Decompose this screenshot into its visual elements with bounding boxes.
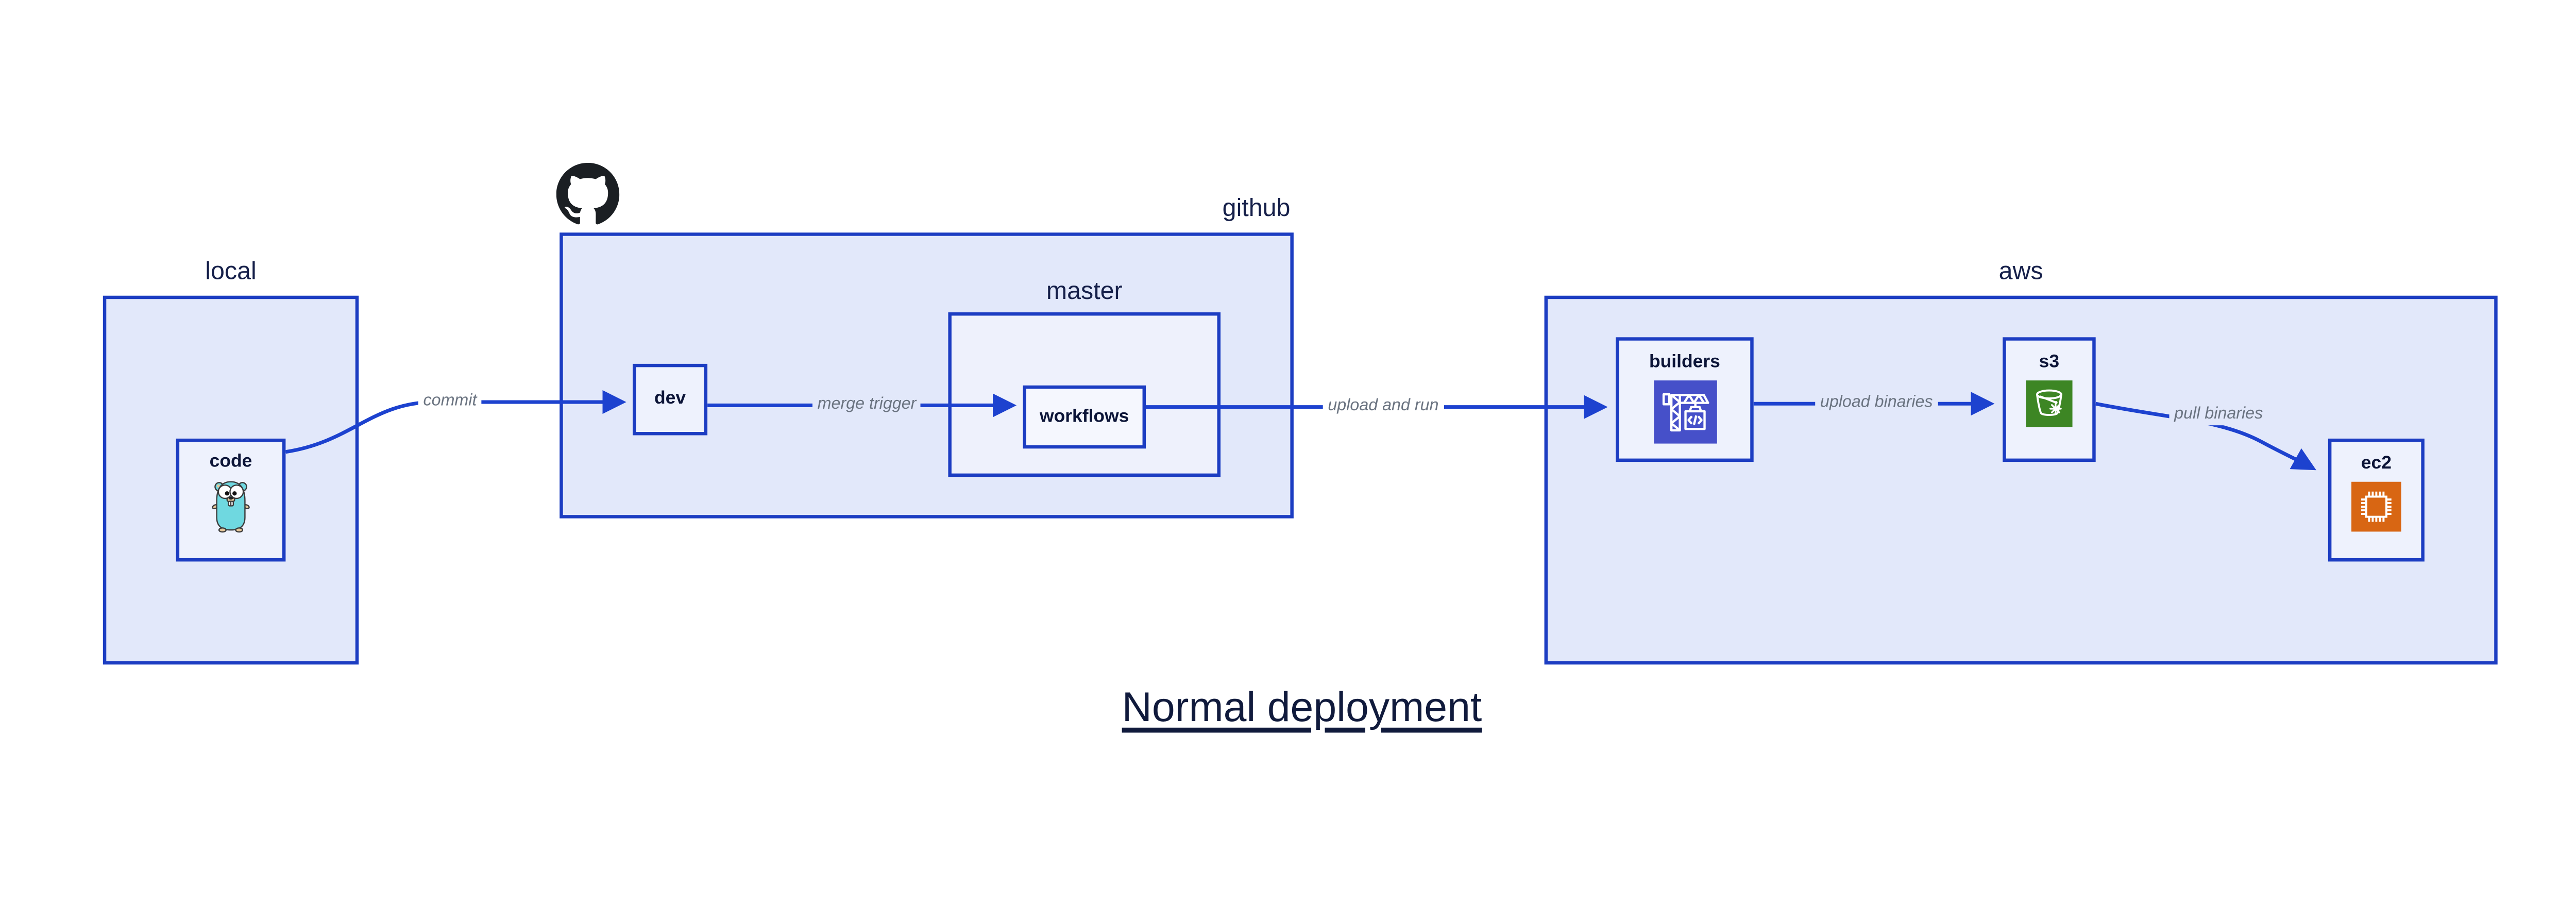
master-container-label: master xyxy=(1046,277,1123,306)
aws-ec2-chip-icon xyxy=(2351,481,2401,532)
edge-label-merge-trigger: merge trigger xyxy=(812,395,922,415)
edge-label-pull-binaries: pull binaries xyxy=(2169,405,2268,426)
diagram-title: Normal deployment xyxy=(0,684,2576,732)
aws-container-label: aws xyxy=(1998,257,2043,286)
workflows-node-label: workflows xyxy=(1040,406,1129,426)
local-container-label: local xyxy=(205,257,257,286)
builders-node-label: builders xyxy=(1649,352,1720,372)
github-octocat-logo xyxy=(556,162,620,226)
dev-branch-node: dev xyxy=(633,363,708,436)
dev-node-label: dev xyxy=(654,389,686,409)
code-node-label: code xyxy=(209,452,252,472)
go-gopher-icon xyxy=(209,478,252,533)
ec2-node: ec2 xyxy=(2328,438,2425,562)
github-container-label: github xyxy=(1222,194,1291,223)
builders-node: builders xyxy=(1616,337,1754,462)
s3-node: s3 xyxy=(2003,337,2096,462)
ec2-node-label: ec2 xyxy=(2361,453,2392,474)
code-node: code xyxy=(176,438,286,562)
aws-codebuild-crane-icon xyxy=(1653,380,1717,444)
aws-s3-bucket-icon xyxy=(2026,380,2073,427)
edge-label-upload-binaries: upload binaries xyxy=(1815,393,1938,414)
edge-s3-to-ec2 xyxy=(2095,402,2316,471)
workflows-node: workflows xyxy=(1023,385,1146,449)
diagram-title-text: Normal deployment xyxy=(1122,684,1482,731)
edge-label-commit: commit xyxy=(418,392,482,412)
edge-label-upload-and-run: upload and run xyxy=(1323,397,1444,417)
s3-node-label: s3 xyxy=(2039,352,2060,372)
